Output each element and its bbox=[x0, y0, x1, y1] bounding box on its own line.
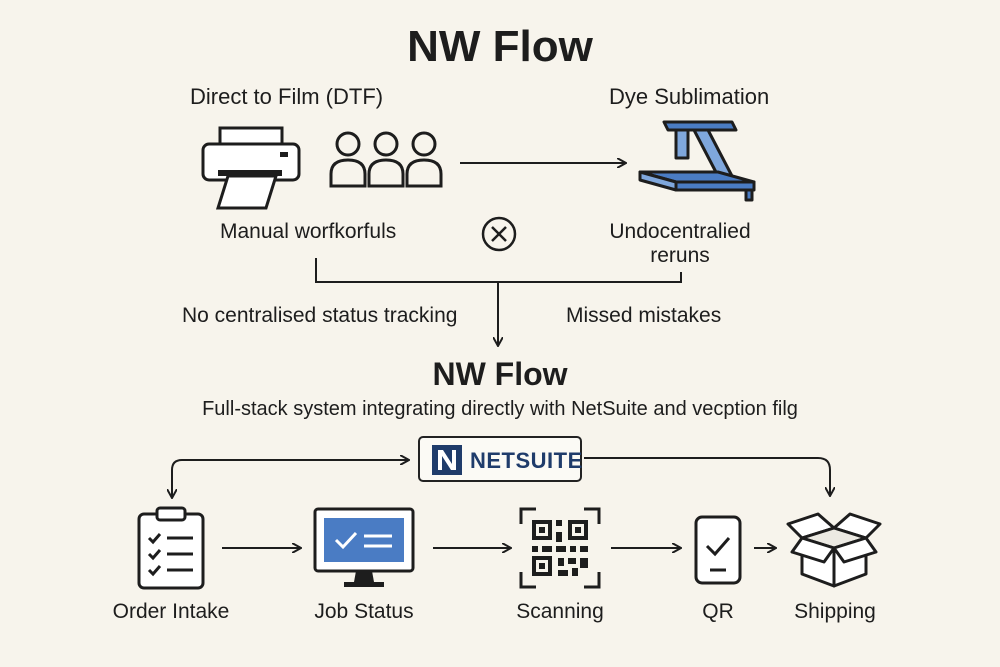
netsuite-label: NETSUITE bbox=[470, 448, 583, 473]
printer-icon bbox=[201, 126, 301, 210]
step-label-order-intake: Order Intake bbox=[112, 600, 230, 623]
missed-mistakes-label: Missed mistakes bbox=[566, 304, 722, 327]
no-tracking-label: No centralised status tracking bbox=[182, 304, 458, 327]
undocumented-reruns-line-1: Undocentralied bbox=[609, 220, 751, 243]
clipboard-checklist-icon bbox=[137, 506, 205, 590]
solution-subtitle: Full-stack system integrating directly w… bbox=[202, 398, 798, 420]
page-title: NW Flow bbox=[407, 22, 593, 71]
step-label-scanning: Scanning bbox=[516, 600, 604, 623]
undocumented-reruns-line-2: reruns bbox=[650, 244, 710, 267]
manual-workflows-label: Manual worfkorfuls bbox=[220, 220, 397, 243]
undocumented-reruns-label: Undocentralied reruns bbox=[580, 220, 780, 268]
open-box-icon bbox=[786, 512, 882, 588]
close-circle-icon bbox=[481, 216, 517, 252]
netsuite-left-link bbox=[171, 460, 408, 497]
step-label-qr: QR bbox=[702, 600, 734, 623]
step-label-job-status: Job Status bbox=[314, 600, 414, 623]
dye-sublimation-label: Dye Sublimation bbox=[609, 84, 770, 109]
solution-title: NW Flow bbox=[432, 356, 568, 392]
team-people-icon bbox=[329, 131, 443, 188]
netsuite-badge: NETSUITE bbox=[418, 436, 582, 482]
dtf-label: Direct to Film (DTF) bbox=[190, 84, 384, 109]
netsuite-logo-icon bbox=[432, 445, 462, 475]
mobile-check-icon bbox=[694, 515, 742, 585]
step-label-shipping: Shipping bbox=[794, 600, 876, 623]
monitor-icon bbox=[313, 507, 415, 587]
netsuite-right-link bbox=[584, 457, 830, 495]
qr-scan-icon bbox=[519, 507, 601, 589]
heat-press-icon bbox=[638, 120, 756, 202]
